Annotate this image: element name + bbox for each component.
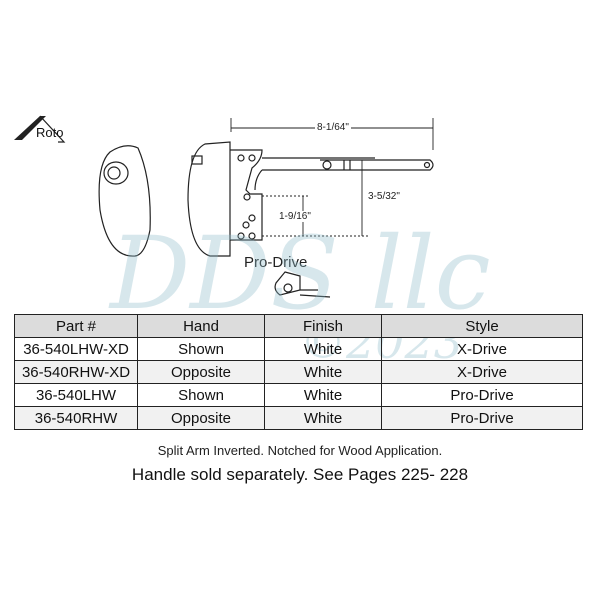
table-row: 36-540RHW Opposite White Pro-Drive [14, 406, 583, 430]
dimension-overall-length: 8-1/64" [315, 122, 351, 133]
cell-style: Pro-Drive [381, 406, 583, 430]
dimension-arm-height: 3-5/32" [366, 191, 402, 202]
cover-drawing [98, 145, 151, 257]
cell-part: 36-540RHW-XD [14, 360, 138, 384]
cell-hand: Shown [137, 337, 265, 361]
cell-part: 36-540RHW [14, 406, 138, 430]
cell-hand: Opposite [137, 360, 265, 384]
table-row: 36-540RHW-XD Opposite White X-Drive [14, 360, 583, 384]
pro-drive-drawing [274, 271, 331, 298]
cell-finish: White [264, 383, 382, 407]
dimension-base-height: 1-9/16" [277, 211, 313, 222]
table-row: 36-540LHW Shown White Pro-Drive [14, 383, 583, 407]
pro-drive-label: Pro-Drive [244, 254, 308, 271]
cell-hand: Shown [137, 383, 265, 407]
roto-logo-icon [14, 115, 66, 143]
cell-style: Pro-Drive [381, 383, 583, 407]
cell-finish: White [264, 337, 382, 361]
note-handle-sold-separately: Handle sold separately. See Pages 225- 2… [131, 465, 469, 484]
parts-table: Part # Hand Finish Style 36-540LHW-XD Sh… [14, 314, 583, 430]
table-row: 36-540LHW-XD Shown White X-Drive [14, 337, 583, 361]
cell-style: X-Drive [381, 337, 583, 361]
cell-style: X-Drive [381, 360, 583, 384]
dimension-lines [230, 118, 434, 237]
cell-finish: White [264, 406, 382, 430]
table-header-row: Part # Hand Finish Style [14, 314, 583, 338]
cell-part: 36-540LHW [14, 383, 138, 407]
note-split-arm: Split Arm Inverted. Notched for Wood App… [157, 443, 443, 458]
roto-logo-text: Roto [36, 125, 64, 140]
header-finish: Finish [264, 314, 382, 338]
header-part: Part # [14, 314, 138, 338]
operator-drawing [14, 115, 434, 298]
cell-hand: Opposite [137, 406, 265, 430]
operator-body-drawing [187, 141, 434, 257]
header-style: Style [381, 314, 583, 338]
cell-part: 36-540LHW-XD [14, 337, 138, 361]
cell-finish: White [264, 360, 382, 384]
header-hand: Hand [137, 314, 265, 338]
